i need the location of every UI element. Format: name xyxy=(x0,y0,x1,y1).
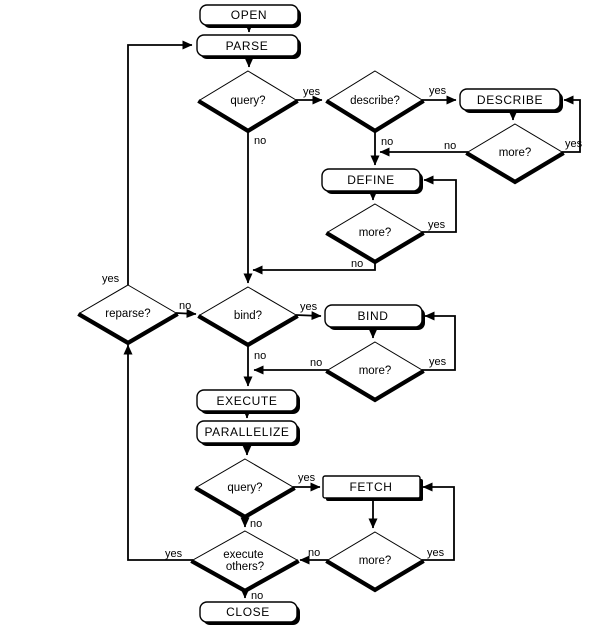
node-label: PARSE xyxy=(226,39,269,53)
node-open: OPEN xyxy=(199,4,301,28)
node-label: CLOSE xyxy=(226,605,270,619)
node-label: OPEN xyxy=(231,8,267,22)
node-label: PARALLELIZE xyxy=(204,425,289,439)
decision-query-2: query? xyxy=(194,458,296,520)
edge-execute-others-yes-reparse xyxy=(123,344,193,561)
node-label: BIND xyxy=(357,309,388,323)
label-yes: yes xyxy=(429,85,447,97)
decision-label-line1: execute xyxy=(223,549,263,561)
decision-query-1: query? xyxy=(197,70,299,134)
node-label: DESCRIBE xyxy=(477,93,543,107)
edge-more-describe-yes-loop xyxy=(562,95,581,153)
decision-reparse: reparse? xyxy=(77,284,179,346)
node-fetch: FETCH xyxy=(322,475,423,501)
edge-reparse-no-bind-q xyxy=(175,309,197,319)
node-describe: DESCRIBE xyxy=(459,88,563,113)
edge-labels: yes yes yes no no yes no no yes no yes y… xyxy=(102,85,583,602)
node-bind: BIND xyxy=(324,304,425,330)
decision-label: more? xyxy=(359,227,392,239)
label-no: no xyxy=(179,300,191,312)
label-no: no xyxy=(250,518,262,530)
decision-label: reparse? xyxy=(105,308,150,320)
label-yes: yes xyxy=(303,86,321,98)
label-yes: yes xyxy=(300,301,318,313)
edge-more-define-yes-loop xyxy=(422,175,457,233)
node-execute: EXECUTE xyxy=(196,389,300,414)
decision-label: bind? xyxy=(234,310,262,322)
label-no: no xyxy=(351,258,363,270)
label-yes: yes xyxy=(298,472,316,484)
decision-label: query? xyxy=(227,482,262,494)
label-no: no xyxy=(444,140,456,152)
label-no: no xyxy=(254,135,266,147)
node-label: DEFINE xyxy=(347,173,395,187)
decision-more-define: more? xyxy=(325,203,425,265)
decision-label: more? xyxy=(499,147,532,159)
edge-more-bind-yes-loop xyxy=(422,311,456,371)
decision-more-describe: more? xyxy=(465,123,565,185)
node-parallelize: PARALLELIZE xyxy=(196,420,300,446)
label-yes: yes xyxy=(427,547,445,559)
label-yes: yes xyxy=(565,138,583,150)
decision-label-line2: others? xyxy=(226,561,264,573)
decision-more-bind: more? xyxy=(325,341,425,403)
node-parse: PARSE xyxy=(196,34,301,59)
decision-label: more? xyxy=(359,365,392,377)
edge-more-fetch-yes-loop xyxy=(422,482,455,561)
edge-bind-q-yes-bind xyxy=(295,311,322,321)
label-yes: yes xyxy=(428,219,446,231)
node-define: DEFINE xyxy=(321,168,423,194)
decision-label: query? xyxy=(230,95,265,107)
decision-more-fetch: more? xyxy=(325,531,425,593)
decision-describe: describe? xyxy=(325,70,425,134)
svg-text:execute others?: execute others? xyxy=(223,549,266,573)
node-label: EXECUTE xyxy=(217,394,278,408)
decision-label: describe? xyxy=(350,95,400,107)
node-close: CLOSE xyxy=(199,601,300,625)
label-no: no xyxy=(310,357,322,369)
label-no: no xyxy=(308,547,320,559)
label-no: no xyxy=(381,136,393,148)
label-yes: yes xyxy=(429,356,447,368)
node-label: FETCH xyxy=(350,480,393,494)
decision-label: more? xyxy=(359,555,392,567)
label-no: no xyxy=(251,590,263,602)
label-yes: yes xyxy=(102,273,120,285)
edge-reparse-yes-parse xyxy=(127,40,193,286)
label-yes: yes xyxy=(165,548,183,560)
decision-execute-others: execute others? xyxy=(190,530,300,594)
decision-bind: bind? xyxy=(197,286,299,348)
label-no: no xyxy=(254,350,266,362)
